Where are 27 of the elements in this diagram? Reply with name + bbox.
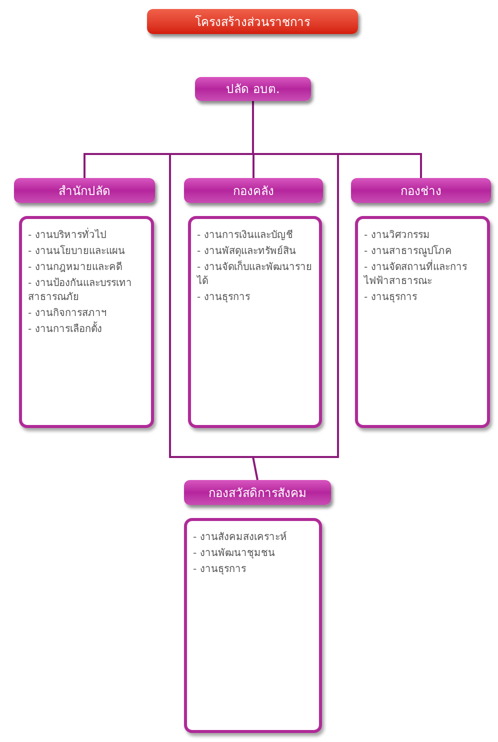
department-header: กองช่าง (351, 178, 491, 203)
department-header: กองคลัง (184, 178, 323, 203)
task-item: - งานธุรการ (197, 291, 251, 305)
task-item: - งานกิจการสภาฯ (28, 307, 108, 321)
task-item: - งานธุรการ (364, 291, 418, 305)
department-header: ปลัด อบต. (195, 77, 311, 101)
task-item: - งานป้องกันและบรรเทาสาธารณภัย (28, 277, 133, 305)
task-item: - งานจัดเก็บและพัฒนารายได้ (197, 261, 313, 289)
task-item: - งานการเงินและบัญชี (197, 229, 294, 243)
task-list-card (355, 216, 490, 428)
task-item: - งานสังคมสงเคราะห์ (193, 531, 288, 545)
task-item: - งานสาธารณูปโภค (364, 245, 453, 259)
task-item: - งานพัฒนาชุมชน (193, 547, 276, 561)
task-item: - งานนโยบายและแผน (28, 245, 126, 259)
task-item: - งานพัสดุและทรัพย์สิน (197, 245, 297, 259)
department-header: กองสวัสดิการสังคม (184, 480, 331, 505)
task-item: - งานธุรการ (193, 563, 247, 577)
task-list-card (19, 216, 154, 428)
task-item: - งานกฎหมายและคดี (28, 261, 123, 275)
task-item: - งานจัดสถานที่และการไฟฟ้าสาธารณะ (364, 261, 481, 289)
task-item: - งานบริหารทั่วไป (28, 229, 145, 243)
task-item: - งานวิศวกรรม (364, 229, 431, 243)
task-list-card (188, 216, 322, 428)
title-banner: โครงสร้างส่วนราชการ (147, 9, 358, 34)
task-item: - งานการเลือกตั้ง (28, 323, 145, 337)
task-list-card (184, 518, 322, 733)
department-header: สำนักปลัด (14, 178, 155, 203)
